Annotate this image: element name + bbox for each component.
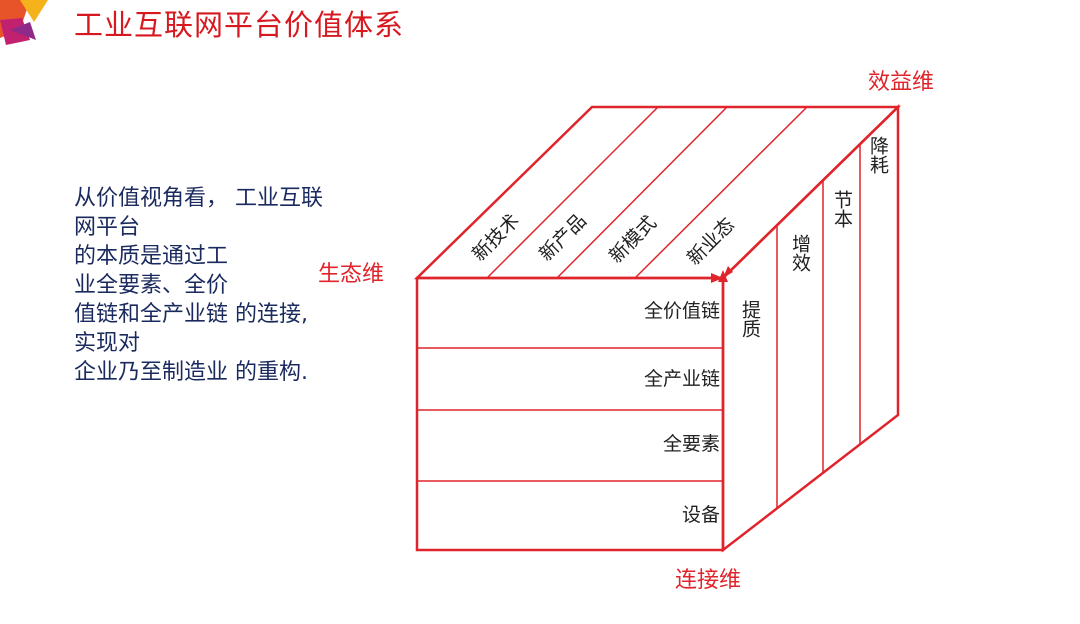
axis-benefit: 效益维 [868,70,935,95]
front-label: 设备 [682,504,720,526]
cube [413,104,902,553]
logo-icon [0,0,48,45]
description-line: 网平台 [74,215,141,240]
right-label: 节本 [831,190,853,228]
page-title: 工业互联网平台价值体系 [74,8,405,42]
description: 从价值视角看， 工业互联 网平台 的本质是通过工 业全要素、全价 值链和全产业链… [74,184,323,387]
top-label: 新技术 [468,210,524,266]
front-label: 全产业链 [644,368,720,390]
description-line: 企业乃至制造业 的重构. [74,360,308,385]
front-label: 全要素 [663,433,720,455]
top-label: 新产品 [535,210,591,266]
right-label: 提质 [739,300,761,338]
front-label: 全价值链 [644,300,720,322]
description-line: 值链和全产业链 的连接, [74,302,308,327]
description-line: 业全要素、全价 [74,273,229,298]
right-label: 增效 [789,234,811,272]
description-line: 的本质是通过工 [74,244,229,269]
description-line: 从价值视角看， 工业互联 [74,186,323,211]
top-label: 新模式 [605,212,661,268]
axis-ecology: 生态维 [318,262,385,287]
description-line: 实现对 [74,331,141,356]
right-label: 降耗 [867,136,889,174]
axis-connection: 连接维 [675,568,742,593]
